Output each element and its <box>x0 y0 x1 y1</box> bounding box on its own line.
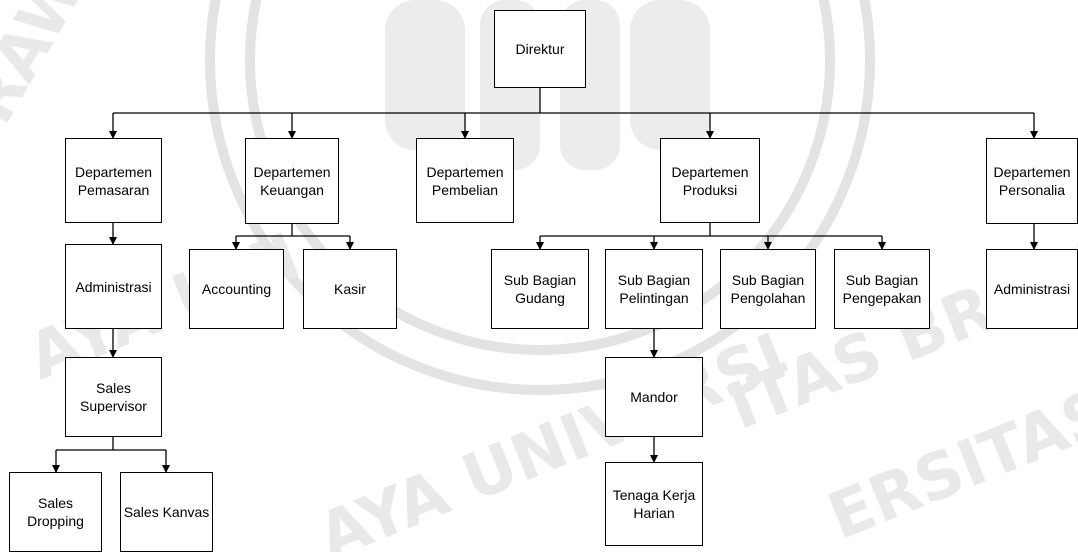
node-departemen-pembelian-label: Departemen Pembelian <box>426 163 504 198</box>
node-departemen-produksi-label: Departemen Produksi <box>671 163 749 198</box>
node-administrasi-personalia: Administrasi <box>986 249 1078 329</box>
node-mandor-label: Mandor <box>630 389 678 405</box>
node-sub-bagian-pengepakan: Sub Bagian Pengepakan <box>834 249 930 329</box>
node-departemen-pembelian: Departemen Pembelian <box>416 138 514 223</box>
node-kasir: Kasir <box>303 249 397 329</box>
node-direktur-label: Direktur <box>515 41 565 57</box>
node-sub-bagian-pengolahan-label: Sub Bagian Pengolahan <box>730 272 806 306</box>
node-kasir-label: Kasir <box>334 281 366 297</box>
node-sub-bagian-pengepakan-label: Sub Bagian Pengepakan <box>842 272 922 306</box>
node-administrasi-pemasaran: Administrasi <box>65 244 162 329</box>
node-administrasi-pemasaran-label: Administrasi <box>75 278 152 295</box>
node-departemen-produksi: Departemen Produksi <box>660 138 760 223</box>
node-sales-dropping: Sales Dropping <box>9 472 102 552</box>
node-departemen-pemasaran: Departemen Pemasaran <box>65 138 162 223</box>
node-departemen-keuangan-label: Departemen Keuangan <box>253 164 331 198</box>
node-sales-kanvas: Sales Kanvas <box>120 472 213 552</box>
node-accounting: Accounting <box>189 249 284 329</box>
node-departemen-personalia: Departemen Personalia <box>986 138 1078 224</box>
node-tenaga-kerja-harian: Tenaga Kerja Harian <box>605 462 703 546</box>
node-sales-dropping-label: Sales Dropping <box>27 495 84 529</box>
node-sales-kanvas-label: Sales Kanvas <box>123 504 210 520</box>
node-accounting-label: Accounting <box>201 281 272 297</box>
node-sales-supervisor-label: Sales Supervisor <box>80 380 147 414</box>
node-administrasi-personalia-label: Administrasi <box>993 281 1071 297</box>
node-departemen-pemasaran-label: Departemen Pemasaran <box>74 163 153 198</box>
node-tenaga-kerja-harian-label: Tenaga Kerja Harian <box>612 487 696 521</box>
node-direktur: Direktur <box>494 10 586 88</box>
node-sub-bagian-pelintingan: Sub Bagian Pelintingan <box>605 249 703 329</box>
node-departemen-keuangan: Departemen Keuangan <box>245 138 339 224</box>
node-sub-bagian-pengolahan: Sub Bagian Pengolahan <box>720 249 816 329</box>
node-sub-bagian-gudang-label: Sub Bagian Gudang <box>503 272 577 306</box>
node-mandor: Mandor <box>605 357 703 437</box>
node-sub-bagian-gudang: Sub Bagian Gudang <box>491 249 589 329</box>
node-sub-bagian-pelintingan-label: Sub Bagian Pelintingan <box>617 272 691 306</box>
node-sales-supervisor: Sales Supervisor <box>65 357 162 437</box>
node-departemen-personalia-label: Departemen Personalia <box>993 164 1071 198</box>
